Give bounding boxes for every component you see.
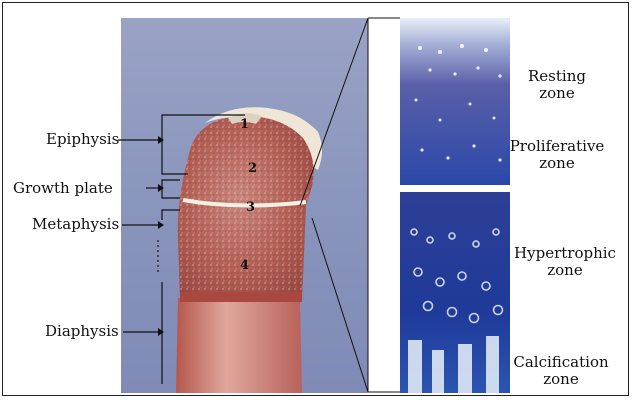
label-hypertrophic-zone: Hypertrophic zone xyxy=(505,245,625,279)
number-2: 2 xyxy=(248,161,257,176)
hypertrophic-zone-line2: zone xyxy=(505,262,625,279)
diaphysis-band xyxy=(180,292,302,302)
label-growth-plate: Growth plate xyxy=(13,180,113,197)
label-calcification-zone: Calcification zone xyxy=(501,354,621,388)
proliferative-zone-line2: zone xyxy=(497,155,617,172)
bone-shaft xyxy=(176,298,302,393)
bone-photo: 1 2 3 4 xyxy=(121,18,368,393)
connector-gap xyxy=(368,18,400,393)
number-3: 3 xyxy=(246,200,255,215)
label-diaphysis: Diaphysis xyxy=(45,323,119,340)
resting-zone-line1: Resting xyxy=(497,68,617,85)
calcification-zone-line1: Calcification xyxy=(501,354,621,371)
label-proliferative-zone: Proliferative zone xyxy=(497,138,617,172)
histology-top-image xyxy=(400,18,510,185)
label-metaphysis: Metaphysis xyxy=(32,216,119,233)
label-resting-zone: Resting zone xyxy=(497,68,617,102)
histology-top xyxy=(400,18,510,185)
number-4: 4 xyxy=(240,258,249,273)
resting-zone-line2: zone xyxy=(497,85,617,102)
proliferative-zone-line1: Proliferative xyxy=(497,138,617,155)
label-epiphysis: Epiphysis xyxy=(46,131,119,148)
histology-bottom xyxy=(400,192,510,393)
hypertrophic-zone-line1: Hypertrophic xyxy=(505,245,625,262)
calcification-zone-line2: zone xyxy=(501,371,621,388)
number-1: 1 xyxy=(240,117,249,132)
